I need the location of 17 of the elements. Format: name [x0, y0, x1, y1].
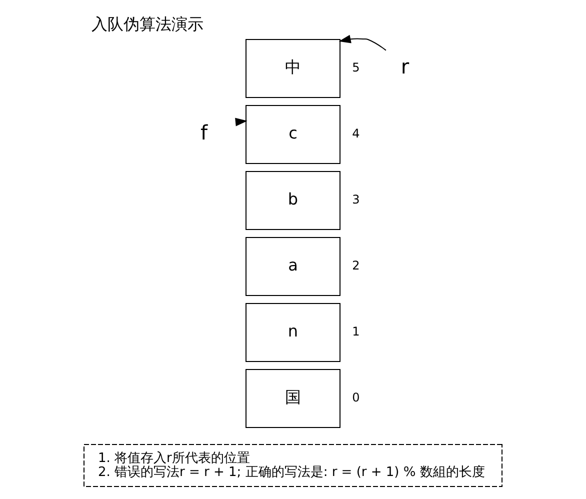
node-box: a: [246, 236, 340, 296]
node-label: 5: [352, 60, 360, 75]
arrow: [338, 34, 386, 51]
node-box: 国: [246, 368, 340, 428]
node-box: b: [246, 170, 340, 230]
node-box: 中: [246, 38, 340, 98]
node-box: 1. 将值存入r所代表的位置 2. 错误的写法r = r + 1; 正确的写法是: r = (r + 1) % 数組的长度: [84, 444, 502, 487]
node-label: 2: [352, 258, 360, 273]
node-label: 4: [352, 126, 360, 141]
node-label: 0: [352, 390, 360, 405]
node-box: c: [246, 104, 340, 164]
node-text: f: [200, 120, 208, 144]
diagram-title: 入队伪算法演示: [92, 14, 204, 34]
node-label: 3: [352, 192, 360, 207]
node-label: 1: [352, 324, 360, 339]
node-text: r: [400, 54, 410, 78]
node-box: n: [246, 302, 340, 362]
